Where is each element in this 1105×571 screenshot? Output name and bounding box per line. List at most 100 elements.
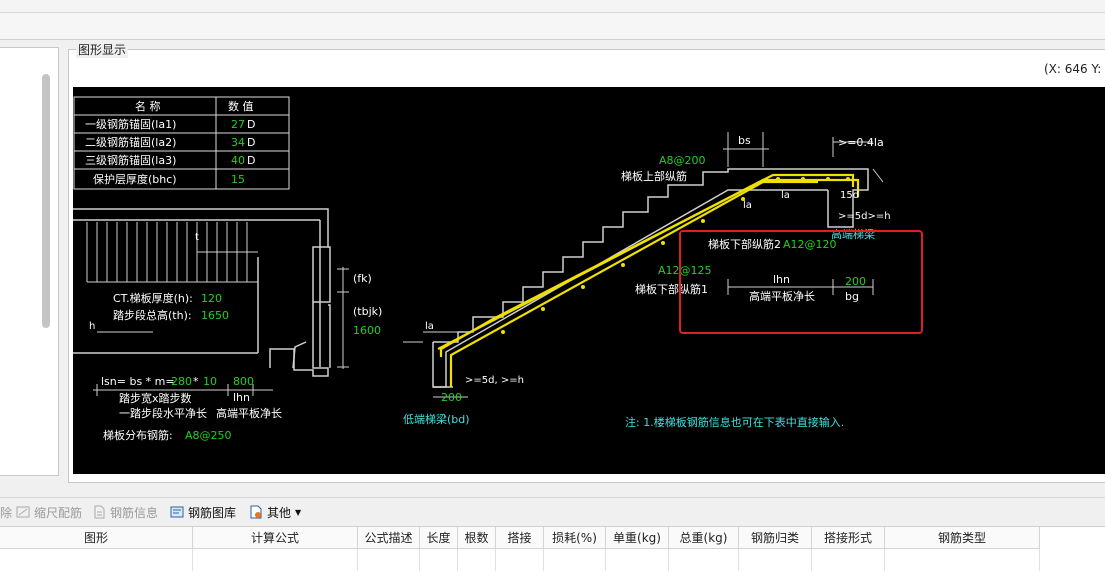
library-label: 钢筋图库 bbox=[188, 505, 237, 520]
param-header-value: 数 值 bbox=[228, 100, 254, 113]
section-high-flat: 高端平板净长 bbox=[749, 289, 815, 303]
param-row-value: 34 bbox=[231, 136, 245, 149]
col-header-formula-desc[interactable]: 公式描述 bbox=[358, 527, 420, 549]
scale-label: 缩尺配筋 bbox=[34, 505, 83, 520]
section-dim-lines bbox=[403, 132, 884, 398]
section-top-bar: 梯板上部纵筋 bbox=[621, 169, 687, 183]
table-cell[interactable] bbox=[420, 549, 458, 571]
section-low-beam: 低端梯梁(bd) bbox=[403, 412, 470, 426]
section-15d: 15d bbox=[840, 190, 859, 201]
plan-dim-lines bbox=[93, 267, 349, 396]
table-cell[interactable] bbox=[885, 549, 1040, 571]
plan-height-value: 1650 bbox=[201, 309, 229, 322]
col-header-shape[interactable]: 图形 bbox=[0, 527, 193, 549]
col-header-formula[interactable]: 计算公式 bbox=[193, 527, 358, 549]
table-cell[interactable] bbox=[739, 549, 812, 571]
param-row-value: 15 bbox=[231, 173, 245, 186]
table-cell[interactable] bbox=[496, 549, 544, 571]
info-label: 钢筋信息 bbox=[110, 505, 159, 520]
section-low-200: 200 bbox=[441, 391, 462, 404]
table-cell[interactable] bbox=[606, 549, 669, 571]
section-bot-bar1: 梯板下部纵筋1 bbox=[635, 282, 708, 296]
param-table bbox=[73, 96, 290, 190]
section-a12-125: A12@125 bbox=[658, 264, 712, 277]
plan-lhn: lhn bbox=[233, 391, 250, 404]
other-menu-button[interactable]: 其他 ▼ bbox=[249, 502, 301, 522]
plan-t-label: t bbox=[195, 232, 199, 243]
plan-lsn: lsn= bs * m= bbox=[101, 375, 175, 388]
left-scrollbar[interactable] bbox=[42, 74, 50, 328]
plan-steps bbox=[86, 222, 258, 333]
param-row-value: 40 bbox=[231, 154, 245, 167]
plan-lsn-m: 10 bbox=[203, 375, 217, 388]
plan-thickness: CT.梯板厚度(h): bbox=[113, 291, 193, 305]
plan-lsn-times: * bbox=[193, 375, 199, 388]
scale-icon bbox=[16, 505, 30, 519]
table-cell[interactable] bbox=[358, 549, 420, 571]
plan-lsn-bs: 280 bbox=[171, 375, 192, 388]
table-cell[interactable] bbox=[0, 549, 193, 571]
scale-rebar-button[interactable]: 缩尺配筋 bbox=[16, 502, 82, 522]
stair-section-outline bbox=[432, 168, 869, 388]
plan-tbjk: (tbjk) bbox=[353, 305, 382, 318]
section-lhn-value: 200 bbox=[845, 275, 866, 288]
plan-h-label: h bbox=[89, 321, 95, 332]
plan-step-len: 一踏步段水平净长 bbox=[119, 406, 207, 420]
section-la04: >=0.4la bbox=[838, 136, 884, 149]
param-row-value: 27 bbox=[231, 118, 245, 131]
table-cell[interactable] bbox=[544, 549, 606, 571]
dropdown-arrow-icon: ▼ bbox=[295, 507, 302, 517]
drawing-canvas[interactable]: 名 称 数 值 一级钢筋锚固(la1) 27 D 二级钢筋锚固(la2) 34 … bbox=[73, 87, 1105, 474]
col-header-length[interactable]: 长度 bbox=[420, 527, 458, 549]
table-cell[interactable] bbox=[193, 549, 358, 571]
rebar-yellow bbox=[437, 173, 860, 387]
col-header-category[interactable]: 钢筋归类 bbox=[739, 527, 812, 549]
other-label: 其他 bbox=[267, 505, 292, 520]
col-header-loss[interactable]: 损耗(%) bbox=[544, 527, 606, 549]
rebar-library-button[interactable]: 钢筋图库 bbox=[170, 502, 236, 522]
section-a8-200: A8@200 bbox=[659, 154, 706, 167]
section-bot-bar2: 梯板下部纵筋2 bbox=[708, 237, 781, 251]
col-header-unit-weight[interactable]: 单重(kg) bbox=[606, 527, 669, 549]
rebar-toolbar: 除 缩尺配筋 钢筋信息 钢筋图库 其他 ▼ bbox=[0, 497, 1105, 526]
table-cell[interactable] bbox=[812, 549, 885, 571]
stair-plan bbox=[73, 208, 331, 377]
col-header-lap[interactable]: 搭接 bbox=[496, 527, 544, 549]
ribbon-bar bbox=[0, 13, 1105, 40]
plan-thickness-value: 120 bbox=[201, 292, 222, 305]
title-bar bbox=[0, 0, 1105, 13]
delete-button[interactable]: 除 bbox=[0, 502, 12, 522]
param-row-name: 二级钢筋锚固(la2) bbox=[85, 135, 176, 149]
col-header-total-weight[interactable]: 总重(kg) bbox=[669, 527, 739, 549]
document-icon bbox=[92, 505, 106, 519]
table-cell[interactable] bbox=[669, 549, 739, 571]
section-low-5d-h: >=5d, >=h bbox=[465, 375, 524, 386]
param-row-name: 三级钢筋锚固(la3) bbox=[85, 153, 176, 167]
rebar-table: 图形 计算公式 公式描述 长度 根数 搭接 损耗(%) 单重(kg) 总重(kg… bbox=[0, 526, 1105, 571]
rebar-info-button[interactable]: 钢筋信息 bbox=[92, 502, 158, 522]
plan-high-flat: 高端平板净长 bbox=[216, 406, 282, 420]
param-row-unit: D bbox=[247, 136, 255, 149]
param-header-name: 名 称 bbox=[135, 99, 161, 113]
section-note: 注: 1.楼梯板钢筋信息也可在下表中直接输入. bbox=[625, 415, 844, 429]
plan-tbjk-value: 1600 bbox=[353, 324, 381, 337]
plan-dist-label: 梯板分布钢筋: bbox=[103, 428, 173, 442]
col-header-rebar-type[interactable]: 钢筋类型 bbox=[885, 527, 1040, 549]
section-bs: bs bbox=[738, 134, 751, 147]
delete-label: 除 bbox=[0, 505, 13, 520]
col-header-lap-type[interactable]: 搭接形式 bbox=[812, 527, 885, 549]
table-cell[interactable] bbox=[458, 549, 496, 571]
section-high-beam: 高端梯梁 bbox=[831, 227, 875, 241]
section-la-2: la bbox=[781, 190, 790, 201]
highlight-box bbox=[679, 230, 923, 334]
settings-document-icon bbox=[249, 505, 263, 519]
param-row-name: 保护层厚度(bhc) bbox=[93, 172, 177, 186]
plan-height: 踏步段总高(th): bbox=[113, 308, 192, 322]
plan-dist-value: A8@250 bbox=[185, 429, 232, 442]
section-bg: bg bbox=[845, 290, 859, 303]
section-la-1: la bbox=[743, 200, 752, 211]
section-bot-bar2-value: A12@120 bbox=[783, 238, 837, 251]
param-row-name: 一级钢筋锚固(la1) bbox=[85, 117, 176, 131]
library-icon bbox=[170, 505, 184, 519]
col-header-count[interactable]: 根数 bbox=[458, 527, 496, 549]
